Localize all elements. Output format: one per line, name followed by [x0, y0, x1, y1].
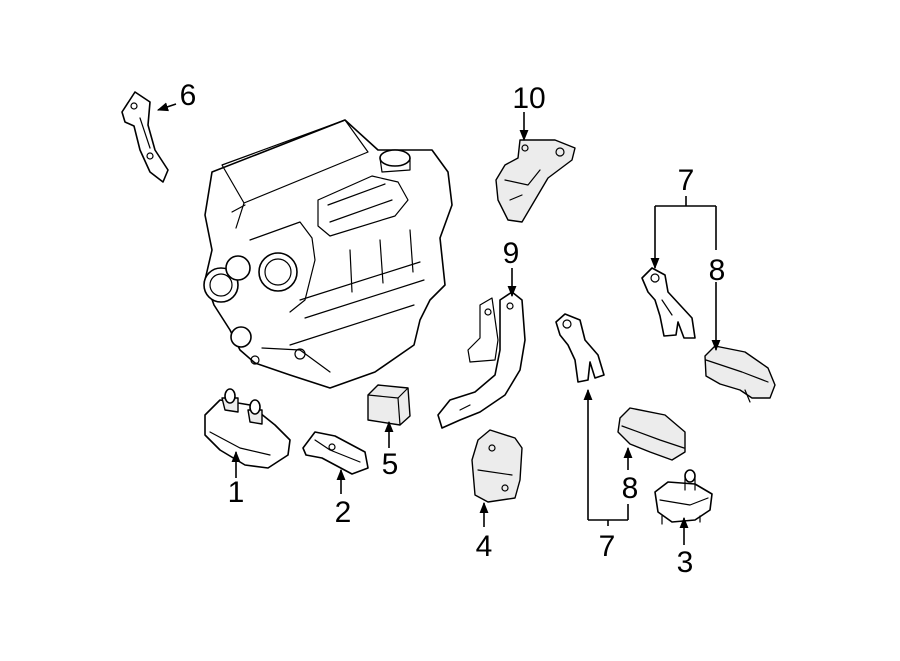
callout-3: 3 — [677, 546, 694, 579]
callout-7-lower: 7 — [599, 530, 616, 563]
callout-5: 5 — [382, 448, 399, 481]
callout-1: 1 — [228, 476, 245, 509]
part-7-upper-arm — [641, 267, 696, 339]
part-4-bracket — [471, 429, 523, 527]
callout-4: 4 — [476, 530, 493, 563]
callout-8-lower: 8 — [622, 472, 639, 505]
part-8-lower-mount — [617, 407, 686, 461]
part-5-pad — [367, 384, 411, 448]
callout-10: 10 — [512, 82, 545, 115]
leaders-7-8-upper — [650, 196, 721, 352]
part-7-lower-arm — [555, 313, 605, 383]
part-2-bracket — [302, 431, 369, 494]
part-8-upper-mount — [704, 345, 776, 403]
callout-8-upper: 8 — [709, 254, 726, 287]
leader-6 — [156, 102, 177, 112]
callout-6: 6 — [180, 79, 197, 112]
engine-block — [203, 119, 453, 389]
callout-2: 2 — [335, 496, 352, 529]
callout-9: 9 — [503, 237, 520, 270]
part-10-bracket — [495, 112, 576, 223]
callout-7-upper: 7 — [678, 164, 695, 197]
part-6-bracket — [121, 91, 177, 183]
part-1-mount — [204, 388, 291, 478]
part-3-mount — [654, 469, 713, 545]
part-9-bracket — [437, 268, 526, 429]
leaders-7-8-lower — [583, 388, 633, 526]
